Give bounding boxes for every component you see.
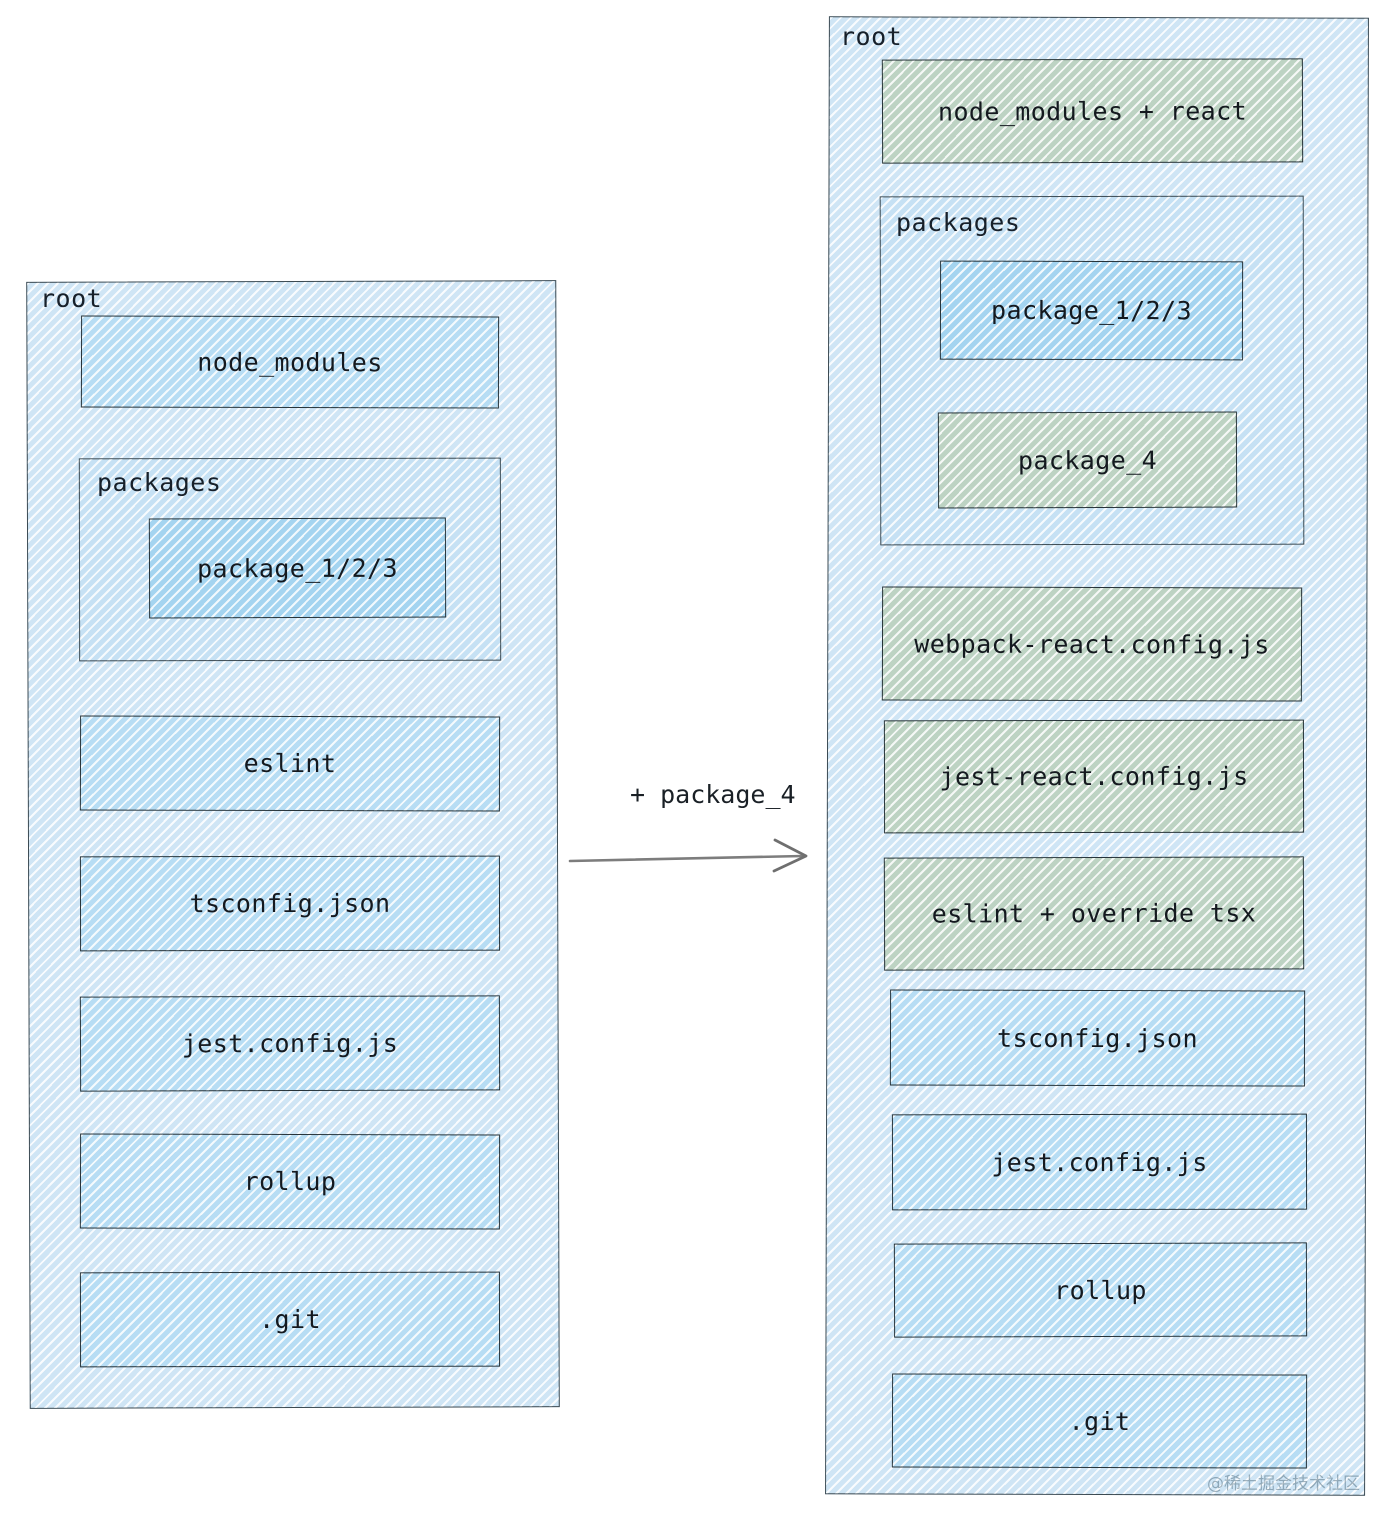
before-node-modules-label: node_modules xyxy=(197,347,383,377)
before-packages-label: packages xyxy=(97,468,222,497)
watermark: @稀土掘金技术社区 xyxy=(1207,1474,1360,1494)
before-file-git: .git xyxy=(79,1271,501,1368)
after-file-rollup: rollup xyxy=(893,1242,1308,1338)
before-package-123-box: package_1/2/3 xyxy=(148,517,447,619)
before-file-eslint-label: eslint xyxy=(243,748,337,779)
after-file-jest-config-label: jest.config.js xyxy=(991,1147,1208,1177)
after-node-modules-box: node_modules + react xyxy=(881,58,1304,164)
before-file-jest-config: jest.config.js xyxy=(79,995,501,1092)
after-file-webpack-react-config-label: webpack-react.config.js xyxy=(914,629,1270,659)
before-file-git-label: .git xyxy=(259,1304,321,1335)
after-file-eslint-override: eslint + override tsx xyxy=(883,856,1305,971)
before-file-tsconfig-label: tsconfig.json xyxy=(189,888,391,919)
before-root-label: root xyxy=(40,284,103,313)
after-file-jest-react-config: jest-react.config.js xyxy=(883,719,1305,834)
before-node-modules-box: node_modules xyxy=(80,315,500,409)
after-file-rollup-label: rollup xyxy=(1054,1275,1147,1305)
before-root-container xyxy=(26,280,560,1409)
after-root-label: root xyxy=(840,22,903,51)
after-package-123-label: package_1/2/3 xyxy=(991,295,1192,326)
transition-arrow-label: + package_4 xyxy=(630,780,796,809)
after-file-eslint-override-label: eslint + override tsx xyxy=(931,898,1257,929)
after-file-git: .git xyxy=(891,1373,1308,1469)
after-node-modules-label: node_modules + react xyxy=(937,96,1248,126)
after-file-tsconfig-label: tsconfig.json xyxy=(997,1023,1198,1053)
before-file-eslint: eslint xyxy=(79,715,501,812)
after-package-4-box: package_4 xyxy=(937,411,1238,509)
after-file-git-label: .git xyxy=(1068,1406,1131,1436)
before-file-rollup: rollup xyxy=(79,1133,501,1230)
after-file-jest-react-config-label: jest-react.config.js xyxy=(939,761,1249,792)
before-package-123-label: package_1/2/3 xyxy=(197,553,398,583)
after-package-4-label: package_4 xyxy=(1017,445,1158,475)
before-file-tsconfig: tsconfig.json xyxy=(79,855,501,952)
after-file-jest-config: jest.config.js xyxy=(891,1113,1308,1211)
after-package-123-box: package_1/2/3 xyxy=(939,260,1244,361)
transition-arrow-group: + package_4 xyxy=(560,780,830,890)
before-file-rollup-label: rollup xyxy=(243,1166,337,1197)
after-file-webpack-react-config: webpack-react.config.js xyxy=(881,586,1303,702)
arrow-right-icon xyxy=(568,838,808,873)
before-file-jest-config-label: jest.config.js xyxy=(181,1028,399,1059)
after-packages-label: packages xyxy=(896,208,1021,237)
after-file-tsconfig: tsconfig.json xyxy=(889,989,1306,1087)
